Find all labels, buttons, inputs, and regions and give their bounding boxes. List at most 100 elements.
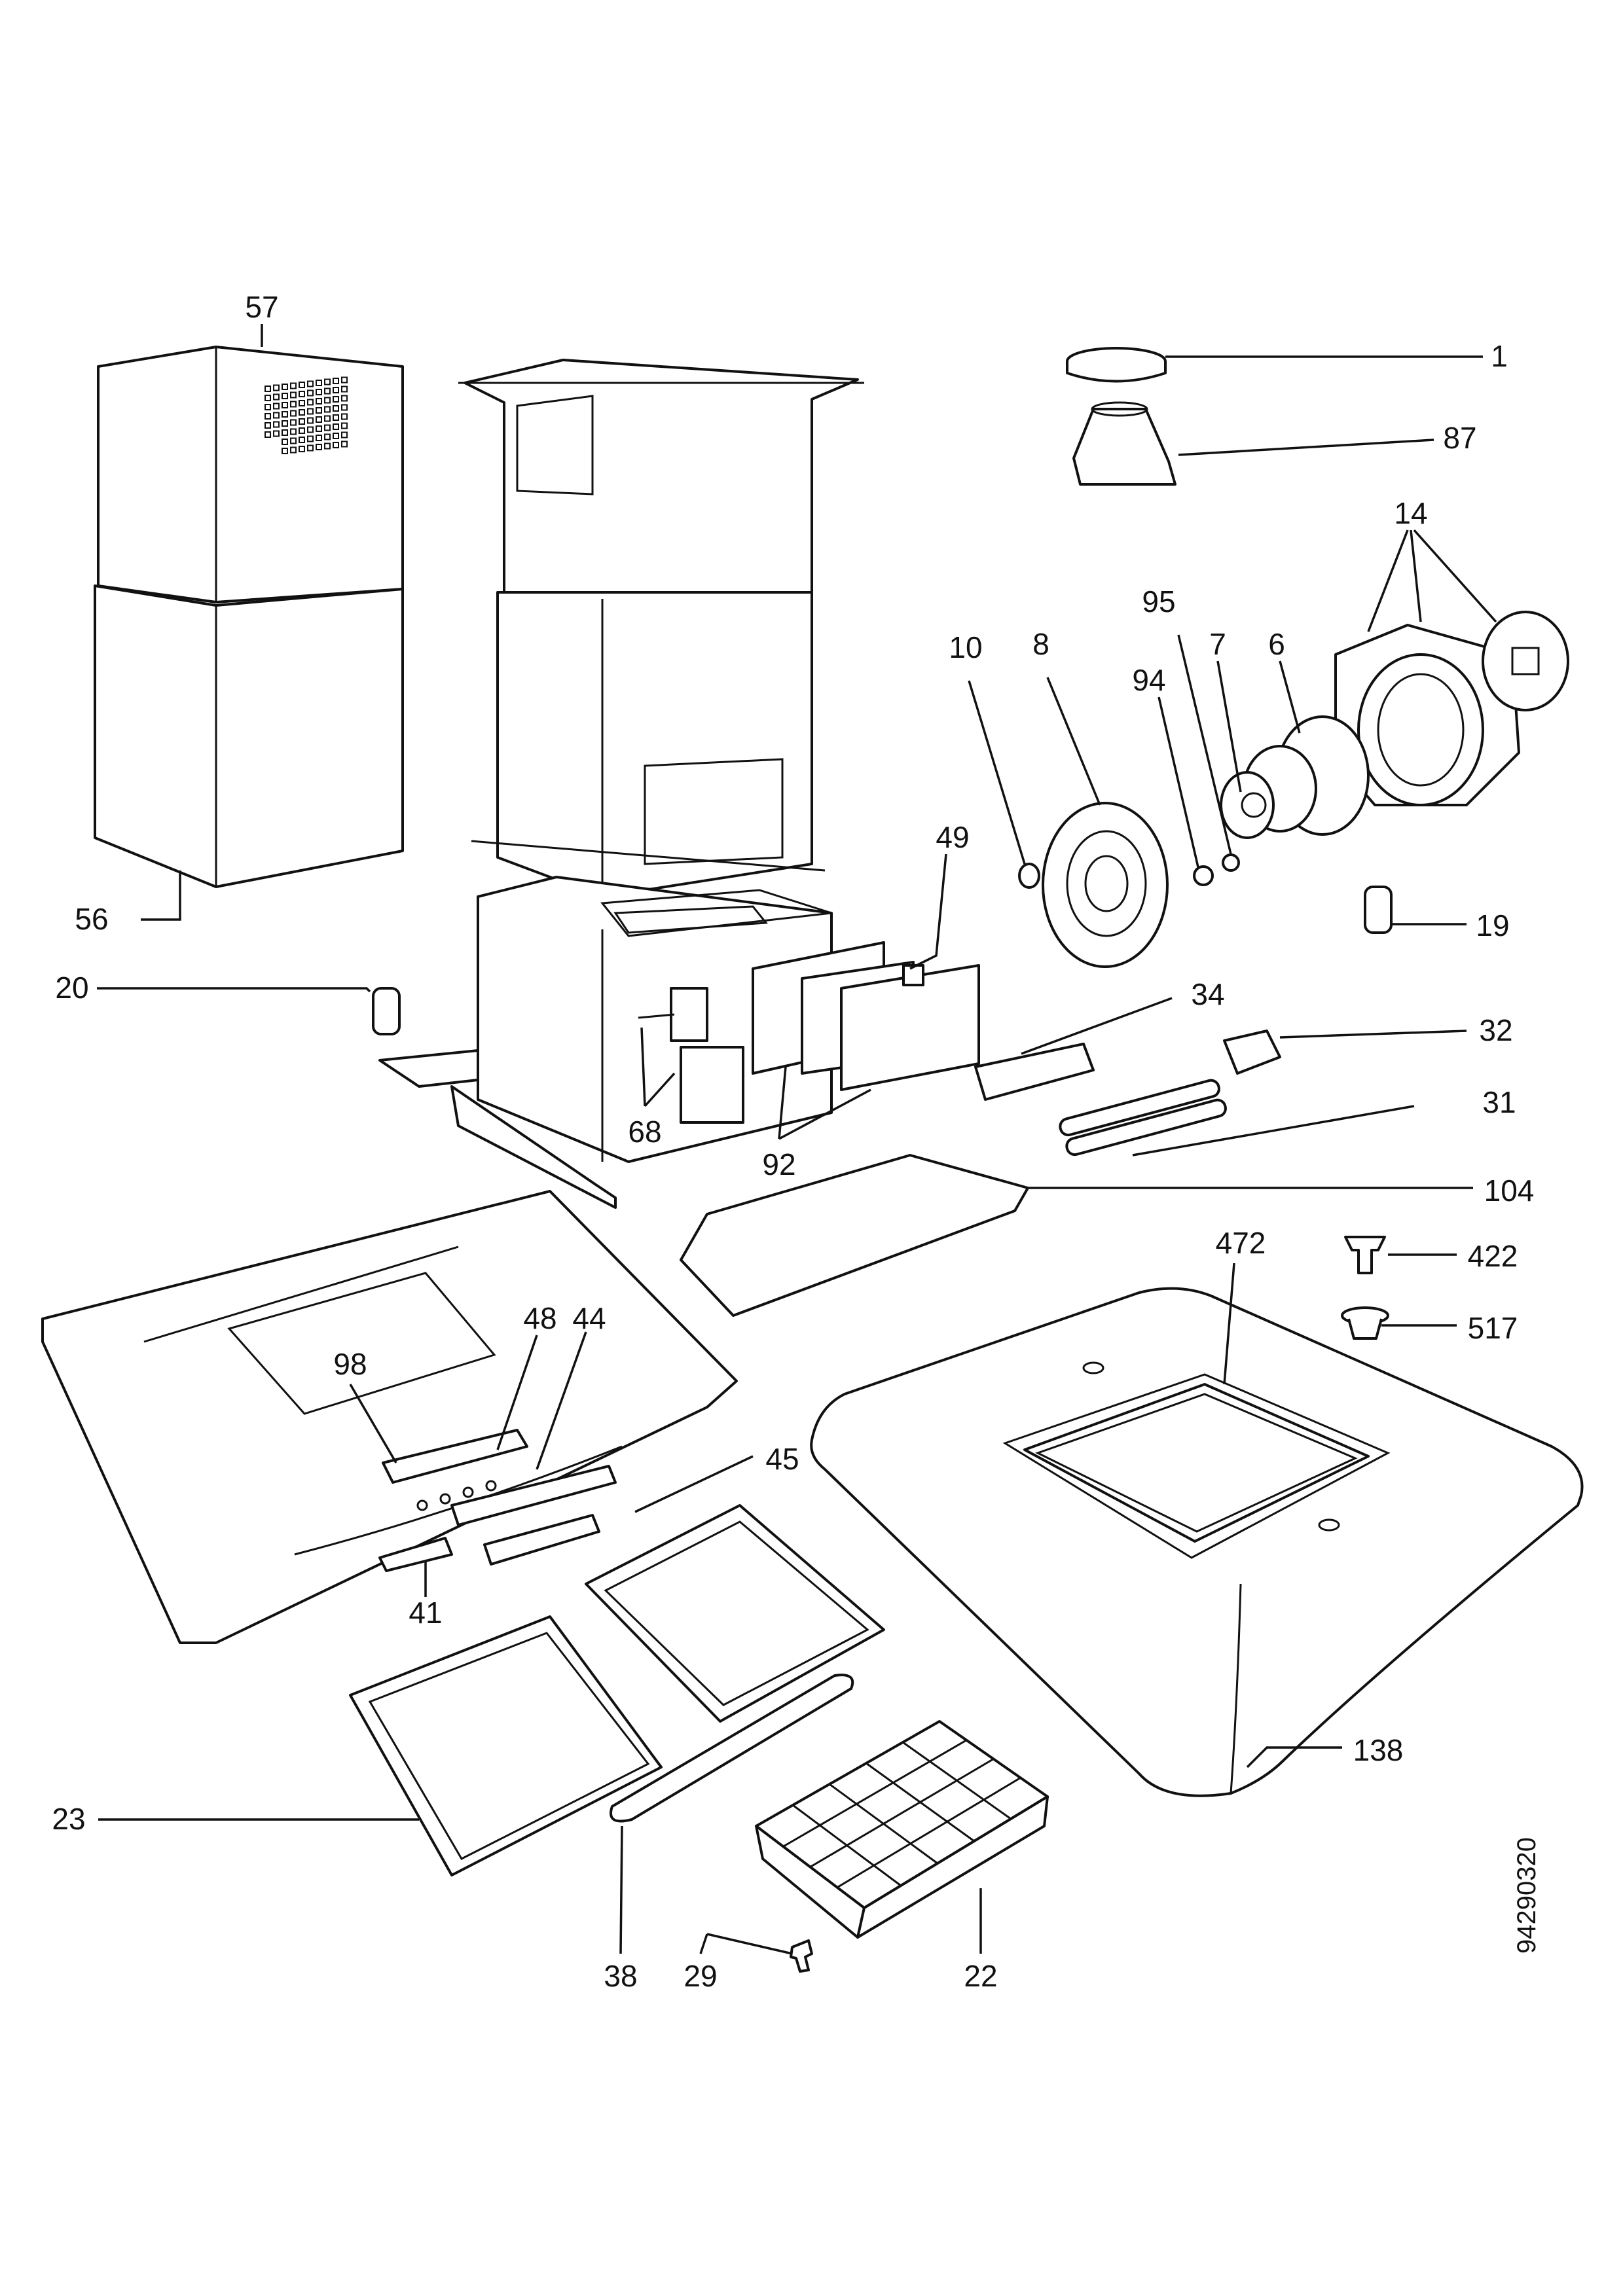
grille-hole <box>341 440 348 448</box>
grille-hole <box>282 393 288 399</box>
grille-hole <box>307 380 314 387</box>
grille-hole <box>307 389 314 397</box>
grille-hole <box>282 402 288 408</box>
grille-hole <box>299 391 305 397</box>
grille-hole <box>324 424 331 431</box>
label-31: 31 <box>1482 1085 1516 1119</box>
chimney-cover-upper <box>97 346 404 603</box>
label-32: 32 <box>1479 1013 1512 1047</box>
grille-hole <box>333 387 339 393</box>
grille-hole <box>290 410 297 417</box>
grille-hole <box>324 442 331 450</box>
label-38: 38 <box>604 1959 637 1993</box>
grille-hole <box>316 389 322 395</box>
grease-filter-left <box>349 1615 663 1876</box>
grille-hole <box>341 413 348 420</box>
label-45: 45 <box>765 1442 799 1476</box>
label-41: 41 <box>409 1596 442 1630</box>
label-98: 98 <box>333 1347 367 1381</box>
lamp-holder <box>1223 1030 1281 1075</box>
grille-hole <box>290 419 297 426</box>
drawing-reference-number: 94290320 <box>1512 1837 1541 1954</box>
grille-hole <box>324 387 331 395</box>
label-57: 57 <box>245 290 278 324</box>
grille-hole <box>316 407 322 414</box>
grille-hole <box>273 403 280 410</box>
fluorescent-lamp <box>1059 1079 1227 1157</box>
inner-chimney-frame <box>458 359 864 898</box>
terminal-block <box>974 1043 1095 1101</box>
label-472: 472 <box>1216 1226 1266 1260</box>
grille-hole <box>299 418 305 425</box>
grille-hole <box>290 401 297 408</box>
grille-hole <box>316 435 322 441</box>
grille-hole <box>290 437 297 444</box>
grille-hole <box>333 405 339 412</box>
grille-hole <box>290 446 297 454</box>
grille-hole <box>282 420 288 427</box>
gasket-ring <box>610 1674 854 1823</box>
grille-hole <box>316 416 322 423</box>
grille-hole <box>324 406 331 413</box>
grille-hole <box>333 378 339 384</box>
grille-hole <box>307 444 314 452</box>
label-95: 95 <box>1142 584 1175 619</box>
grille-hole <box>264 431 271 438</box>
small-nut <box>1193 853 1240 886</box>
grille-hole <box>333 433 339 439</box>
grille-hole <box>299 437 305 443</box>
filter-cover-plate <box>680 1154 1029 1317</box>
label-8: 8 <box>1032 627 1049 661</box>
control-trims <box>378 1465 617 1572</box>
label-44: 44 <box>572 1301 606 1335</box>
grille-hole <box>341 395 348 402</box>
screw <box>1344 1236 1386 1274</box>
label-48: 48 <box>523 1301 556 1335</box>
label-138: 138 <box>1353 1733 1404 1767</box>
capacitor-left <box>372 987 401 1035</box>
grille-hole <box>273 412 280 419</box>
grille-hole <box>282 411 288 418</box>
grille-hole <box>282 384 288 390</box>
label-23: 23 <box>52 1802 85 1836</box>
label-87: 87 <box>1443 421 1476 455</box>
grille-hole <box>299 382 305 388</box>
motor-mounting-plate <box>1042 802 1169 968</box>
grille-hole <box>307 399 314 406</box>
label-68: 68 <box>628 1115 661 1149</box>
grille-hole <box>273 430 280 437</box>
grille-hole <box>316 425 322 432</box>
grille-hole <box>333 442 339 448</box>
label-19: 19 <box>1476 908 1509 942</box>
vent-grille <box>264 376 348 454</box>
part-labels: 57 56 20 1 87 14 95 10 8 94 7 6 49 19 34… <box>52 290 1534 1993</box>
grille-hole <box>264 422 271 429</box>
label-56: 56 <box>75 902 108 936</box>
hood-canopy <box>810 1287 1584 1797</box>
switch-components <box>638 987 744 1124</box>
grille-hole <box>264 386 271 392</box>
grille-hole <box>307 417 314 424</box>
duct-collar <box>1072 401 1176 486</box>
grille-hole <box>333 414 339 421</box>
label-94: 94 <box>1132 663 1165 697</box>
grille-hole <box>307 426 314 433</box>
carbon-grid-line <box>782 1739 968 1848</box>
grille-hole <box>333 423 339 430</box>
grille-hole <box>307 435 314 442</box>
grille-hole <box>299 400 305 406</box>
leader-lines <box>97 324 1497 1955</box>
grille-hole <box>290 382 297 389</box>
label-1: 1 <box>1491 339 1508 373</box>
grille-hole <box>324 378 331 386</box>
grille-hole <box>299 409 305 416</box>
label-14: 14 <box>1394 496 1427 530</box>
chimney-cover-lower <box>94 584 404 888</box>
grille-hole <box>316 444 322 450</box>
transformer-boards <box>752 941 980 1091</box>
capacitor <box>1364 886 1393 934</box>
label-20: 20 <box>55 971 88 1005</box>
spacer <box>1341 1306 1389 1340</box>
grille-hole <box>316 398 322 404</box>
